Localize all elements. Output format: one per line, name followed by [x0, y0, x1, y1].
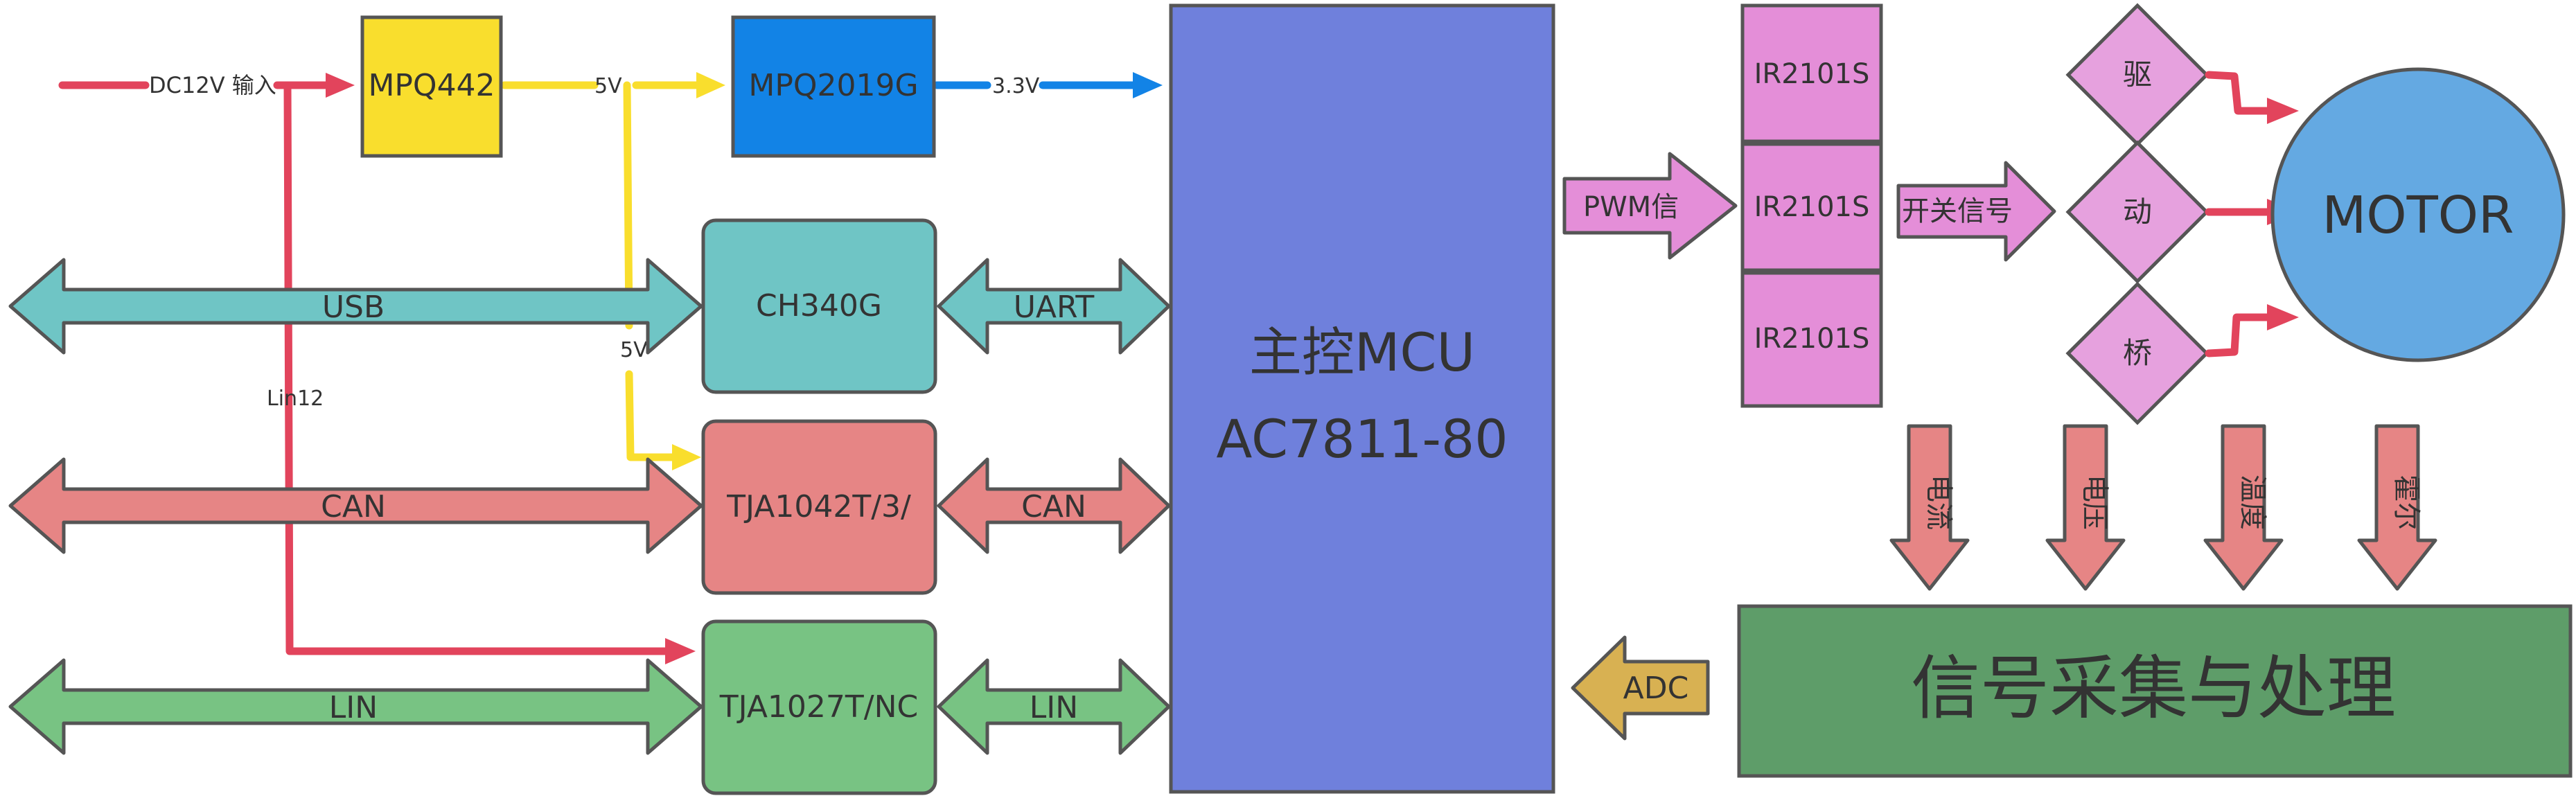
mpq442-block: [360, 15, 503, 158]
driver-block-1: [1740, 3, 1883, 143]
power-wiring: DC12V 输入 5V 3.3V 5V Lin12: [58, 72, 1163, 664]
3v3-arrowhead: [1133, 72, 1163, 98]
driver-block-3: [1740, 271, 1883, 408]
motor-label: MOTOR: [2322, 186, 2514, 245]
5v-arrowhead-top: [696, 72, 725, 98]
temperature-feedback-arrow: [2203, 424, 2284, 591]
driver-block-2: [1740, 142, 1883, 272]
bridge-label-2: 动: [2123, 195, 2152, 229]
uart-label: UART: [1014, 290, 1095, 325]
bridge-label-3: 桥: [2123, 336, 2152, 370]
lin-internal-bus-arrow: [937, 658, 1171, 755]
signal-processing-label: 信号采集与处理: [1911, 648, 2396, 729]
mpq2019g-label: MPQ2019G: [748, 68, 918, 103]
can-internal-bus-arrow: [937, 457, 1171, 554]
motor-circle: [2270, 67, 2566, 362]
hall-label: 霍尔: [2390, 475, 2422, 530]
ch340g-label: CH340G: [756, 288, 882, 324]
tja1027-label: TJA1027T/NC: [719, 689, 919, 725]
mcu-block: [1169, 3, 1555, 794]
switch-signal-arrow: [1896, 161, 2056, 262]
mcu-label-line1: 主控MCU: [1249, 321, 1475, 383]
5v-vertical-wire-b: [625, 370, 680, 461]
lin-internal-label: LIN: [1030, 690, 1078, 725]
bridge-motor-wire-3: [2205, 313, 2273, 357]
dc12v-input-label: DC12V 输入: [149, 72, 276, 98]
voltage-label: 电压: [2079, 475, 2110, 530]
usb-label: USB: [322, 290, 385, 325]
bridge-motor-arrowhead-1: [2267, 98, 2299, 124]
signal-processing-block: [1737, 604, 2573, 778]
usb-bus-arrow: [8, 258, 703, 355]
5v-vertical-wire-a: [623, 81, 633, 330]
bridge-diamond-2: [2065, 140, 2209, 284]
can-external-bus-arrow: [8, 457, 703, 554]
mcu-label-line2: AC7811-80: [1216, 408, 1508, 470]
bridge-label-1: 驱: [2123, 58, 2152, 91]
voltage-feedback-arrow: [2045, 424, 2126, 591]
pwm-label: PWM信: [1583, 191, 1679, 223]
5v-arrowhead-bottom: [672, 444, 701, 470]
bridge-motor-wire-1: [2205, 71, 2273, 115]
3v3-label: 3.3V: [992, 74, 1040, 98]
temperature-label: 温度: [2237, 475, 2268, 530]
driver-label-2: IR2101S: [1754, 191, 1870, 223]
bridge-motor-arrowhead-3: [2267, 304, 2299, 330]
tja1042-block: [701, 419, 937, 595]
adc-arrow: [1571, 635, 1710, 741]
can-internal-label: CAN: [1021, 489, 1086, 524]
bridge-diamond-3: [2065, 281, 2209, 425]
current-feedback-arrow: [1889, 424, 1970, 591]
can-external-label: CAN: [321, 489, 386, 524]
mpq442-label: MPQ442: [368, 68, 495, 103]
driver-label-1: IR2101S: [1754, 58, 1870, 90]
driver-label-3: IR2101S: [1754, 323, 1870, 355]
mpq2019g-block: [731, 15, 936, 158]
dc12v-arrowhead: [326, 73, 355, 98]
uart-bus-arrow: [937, 258, 1171, 355]
5v-label-mid: 5V: [620, 338, 648, 362]
lin12-arrowhead: [665, 638, 696, 664]
switch-signal-label: 开关信号: [1902, 195, 2013, 227]
current-label: 电流: [1923, 475, 1955, 530]
hall-feedback-arrow: [2357, 424, 2437, 591]
lin-external-bus-arrow: [8, 658, 703, 755]
ch340g-block: [701, 218, 937, 394]
adc-label: ADC: [1623, 671, 1689, 706]
bridge-to-motor-wiring: [2205, 71, 2299, 357]
lin-external-label: LIN: [329, 690, 378, 725]
lin12-wire: [283, 81, 673, 655]
pwm-signal-arrow: [1562, 152, 1738, 260]
tja1027-block: [701, 619, 937, 795]
lin12-label: Lin12: [267, 387, 324, 411]
5v-label-top: 5V: [594, 74, 622, 98]
tja1042-label: TJA1042T/3/: [726, 489, 911, 524]
